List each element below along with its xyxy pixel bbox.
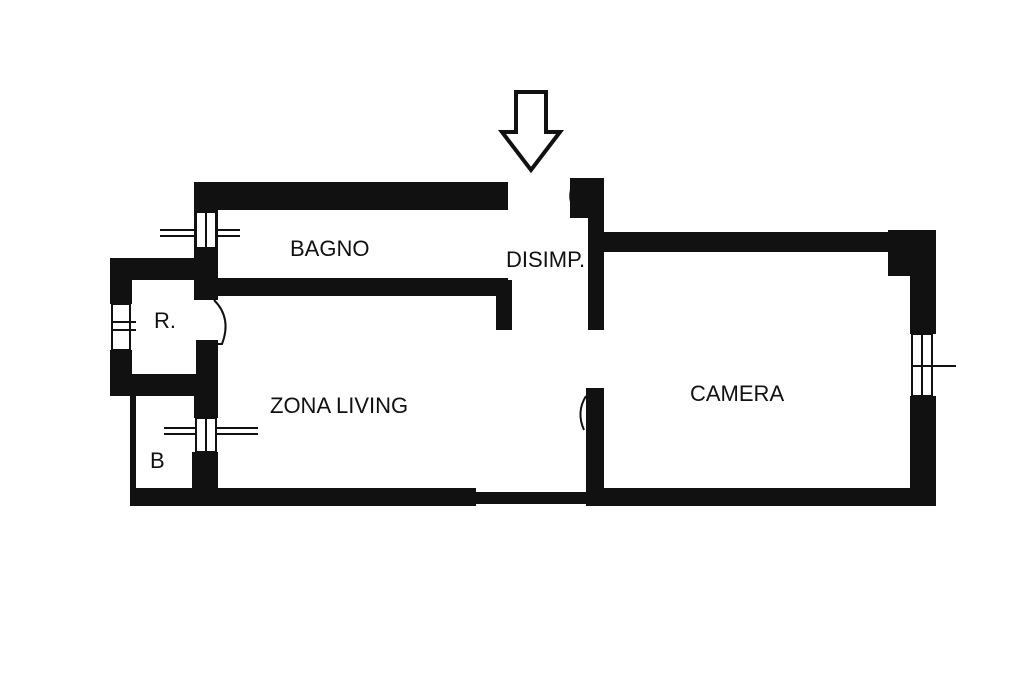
room-label-ripostiglio: R. (154, 308, 176, 333)
walls (110, 178, 936, 506)
door-ripostiglio (200, 299, 227, 345)
wall-balcone-left (130, 396, 136, 506)
wall-bottom-right (586, 488, 936, 506)
wall-bagno-living-end (496, 280, 512, 330)
window-ripostiglio (111, 303, 136, 351)
window-camera (911, 333, 956, 397)
window-living (164, 417, 258, 453)
wall-rip-right (196, 340, 218, 396)
wall-bagno-living (212, 278, 508, 296)
wall-bottom (130, 488, 476, 506)
wall-disimp-camera-lower (586, 388, 604, 494)
windows (111, 211, 956, 453)
doors (200, 185, 587, 431)
room-label-disimp: DISIMP. (506, 247, 585, 272)
wall-living-left-bottom (192, 452, 218, 506)
down-arrow-icon (497, 90, 565, 174)
window-bagno (160, 211, 240, 249)
room-label-zona-living: ZONA LIVING (270, 393, 408, 418)
room-label-balcone: B (150, 448, 165, 473)
door-camera (579, 395, 587, 431)
wall-top-bagno (194, 182, 508, 210)
wall-right-camera-upper (910, 230, 936, 334)
wall-disimp-camera-upper (588, 178, 604, 330)
wall-rip-left-upper (110, 258, 132, 304)
wall-living-left-lower (194, 396, 218, 418)
door-entrance (569, 185, 581, 215)
room-label-camera: CAMERA (690, 381, 784, 406)
wall-top-camera (588, 232, 936, 252)
wall-bottom-mid (476, 492, 586, 504)
room-label-bagno: BAGNO (290, 236, 369, 261)
wall-rip-bottom (110, 374, 218, 396)
wall-right-camera-lower (910, 396, 936, 506)
wall-rip-top (110, 258, 214, 280)
